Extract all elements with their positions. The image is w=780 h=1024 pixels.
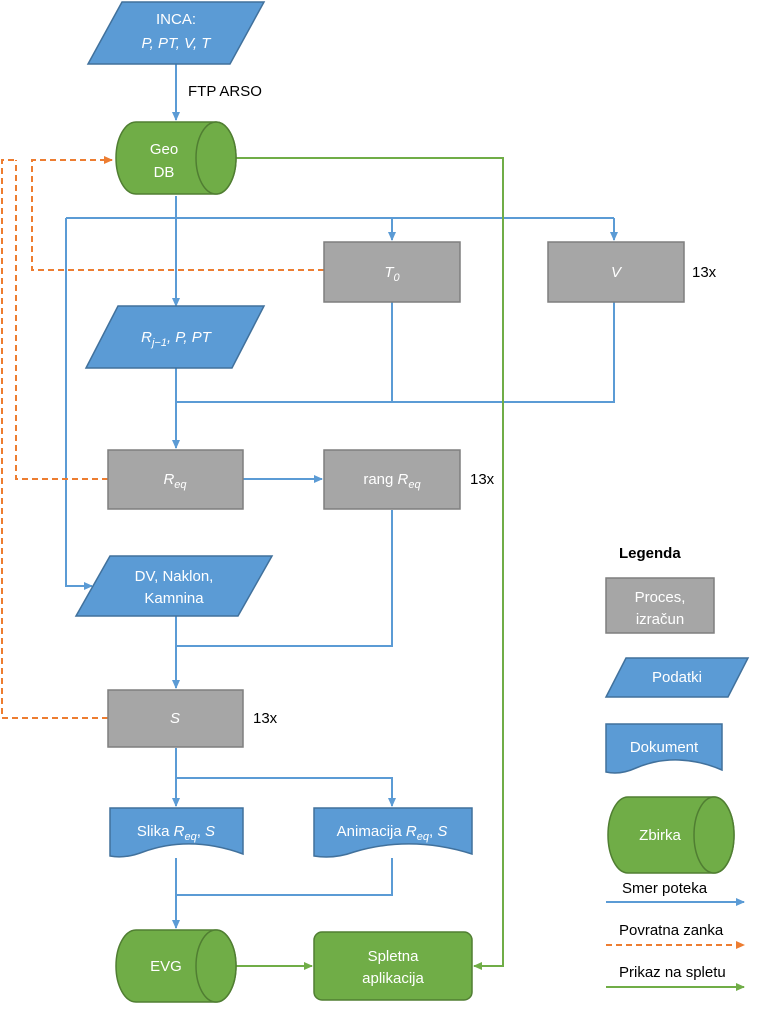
node-rang-req: rang Req [323,449,461,510]
node-s: S [107,689,244,748]
feedback-loop-req [15,160,108,480]
feedback-loop-s [1,159,108,719]
legend-dokument-label: Dokument [630,739,699,756]
connectors [1,64,618,970]
legend: Legenda Proces, izračun Podatki Dokument… [604,545,750,991]
node-slika: Slika Req, S [109,807,244,858]
node-v: V [547,241,685,303]
legend-proces-line1: Proces, [635,589,686,606]
flow-line-rang-join [176,510,393,647]
flow-arrow-s-animacija [176,777,396,807]
web-arrow-geodb-spletna [236,157,504,970]
spletna-line2: aplikacija [362,970,424,987]
node-inca: INCA: P, PT, V, T [86,1,266,65]
node-evg: EVG [115,929,237,1003]
legend-proces: Proces, izračun [605,577,715,634]
inca-label: INCA: [156,11,196,28]
legend-dokument: Dokument [605,723,723,774]
v-count: 13x [692,264,717,281]
legend-proces-line2: izračun [636,611,684,628]
node-dv: DV, Naklon, Kamnina [74,555,274,617]
rang-count: 13x [470,471,495,488]
legend-povratna: Povratna zanka [606,922,745,949]
flow-line-v-join [176,302,615,403]
req-label: Req [163,471,187,491]
t0-label: T0 [384,264,400,284]
geodb-line2: DB [154,164,175,181]
s-count: 13x [253,710,278,727]
evg-label: EVG [150,958,182,975]
feedback-loop-t0 [31,156,324,271]
legend-prikaz: Prikaz na spletu [606,964,745,991]
node-spletna: Spletna aplikacija [313,931,473,1001]
legend-zbirka: Zbirka [607,796,735,874]
legend-title: Legenda [619,545,681,562]
legend-podatki-label: Podatki [652,669,702,686]
legend-smer-label: Smer poteka [622,880,708,897]
ftp-arso-label: FTP ARSO [188,83,262,100]
legend-podatki: Podatki [604,657,750,698]
legend-prikaz-label: Prikaz na spletu [619,964,726,981]
legend-smer: Smer poteka [606,880,745,906]
node-req: Req [107,449,244,510]
flow-arrow-to-dv [65,218,93,590]
node-rj: Rj−1, P, PT [84,305,266,369]
s-label: S [170,710,180,727]
node-geodb: Geo DB [115,121,237,195]
rj-label: Rj−1, P, PT [141,329,213,349]
node-t0: T0 [323,241,461,303]
animacija-label: Animacija Req, S [337,823,448,843]
v-label: V [611,264,623,281]
rang-req-label: rang Req [363,471,421,491]
inca-variables: P, PT, V, T [142,35,213,52]
spletna-line1: Spletna [368,948,420,965]
flow-line-animacija-join [176,858,393,896]
dv-line2: Kamnina [144,590,204,607]
node-animacija: Animacija Req, S [313,807,473,858]
dv-line1: DV, Naklon, [135,568,214,585]
legend-zbirka-label: Zbirka [639,827,681,844]
geodb-line1: Geo [150,141,178,158]
legend-povratna-label: Povratna zanka [619,922,724,939]
slika-label: Slika Req, S [137,823,215,843]
